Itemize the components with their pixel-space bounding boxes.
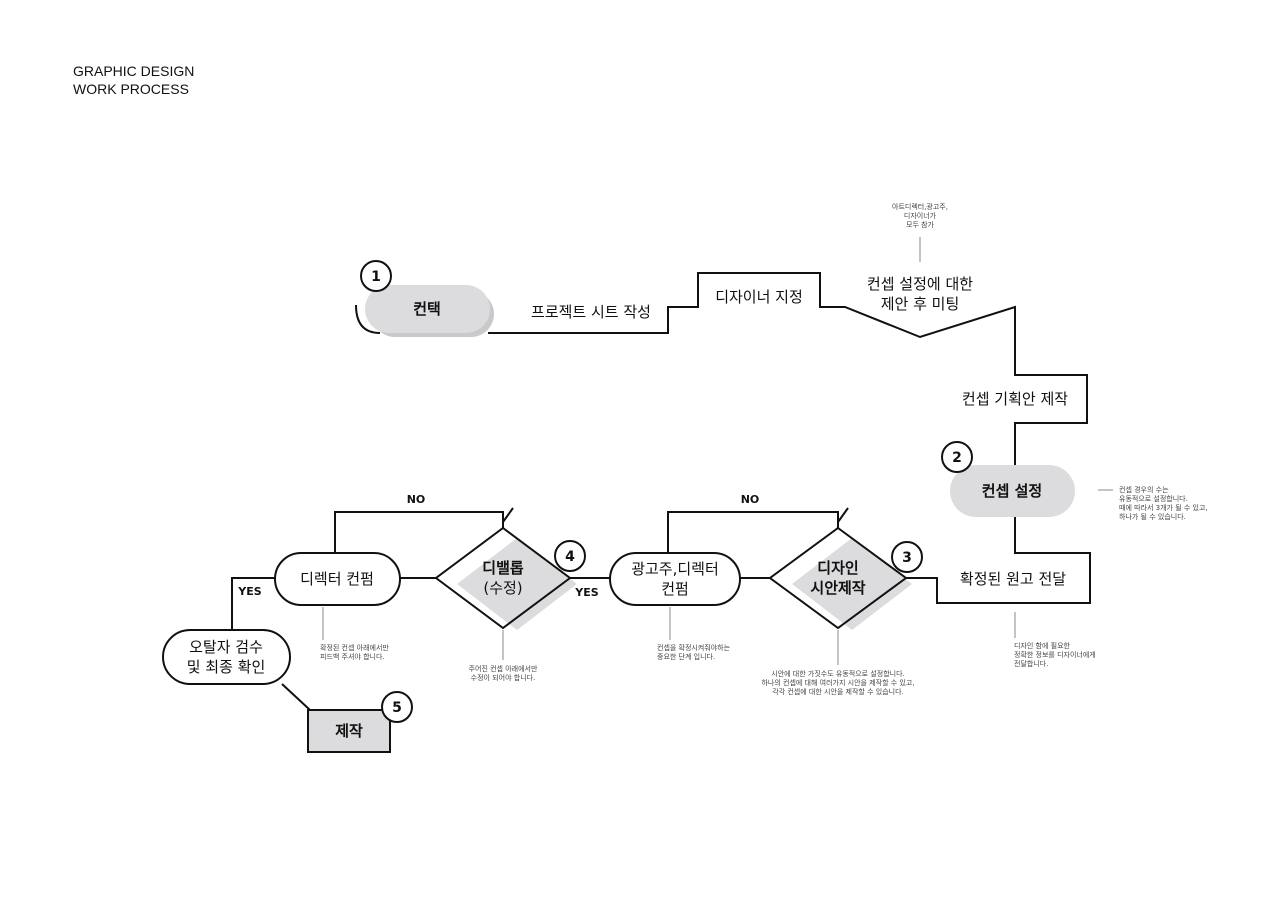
note-draft: 시안에 대한 가짓수도 유동적으로 설정합니다. <box>771 669 905 678</box>
step-3-label: 디자인 <box>817 559 858 577</box>
note-director: 피드백 주셔야 합니다. <box>320 652 385 661</box>
label-concept-meeting-1: 컨셉 설정에 대한 <box>867 275 973 293</box>
no-loop-3 <box>667 507 849 553</box>
note-draft: 하나의 컨셉에 대해 여러가지 시안을 제작할 수 있고, <box>761 678 914 687</box>
step-5-production: 제작 5 <box>307 691 413 753</box>
start-arc <box>355 304 381 334</box>
note-meeting: 모두 참가 <box>906 220 935 229</box>
step-4-label: (수정) <box>483 579 522 597</box>
note-draft: 각각 컨셉에 대한 시안을 제작할 수 있습니다. <box>772 687 904 696</box>
client-confirm-node <box>609 552 741 606</box>
label-no-4: NO <box>407 493 426 506</box>
step-5-badge <box>381 691 413 723</box>
director-confirm-node <box>274 552 401 606</box>
note-meeting: 디자이너가 <box>904 211 937 220</box>
label-proofread: 오탈자 검수 <box>189 638 263 656</box>
title-line-1: GRAPHIC DESIGN <box>73 63 194 79</box>
step-4-number: 4 <box>565 549 575 565</box>
flow-line-right <box>906 517 1091 604</box>
note-deliver: 디자인 함에 필요한 <box>1014 641 1071 650</box>
flow-line-top <box>488 272 1088 470</box>
label-proofread: 및 최종 확인 <box>187 658 266 676</box>
label-concept-plan: 컨셉 기획안 제작 <box>962 390 1068 408</box>
label-client-confirm: 컨펌 <box>661 580 689 598</box>
step-3-badge <box>891 541 923 573</box>
note-develop: 수정이 되어야 합니다. <box>471 673 536 682</box>
step-2-number: 2 <box>952 450 962 466</box>
step-1-number: 1 <box>371 269 381 285</box>
note-concept: 때에 따라서 3개가 될 수 있고, <box>1119 503 1208 512</box>
note-director: 확정된 컨셉 아래에서만 <box>320 643 389 652</box>
step-3-label: 시안제작 <box>810 579 865 597</box>
no-loop-4 <box>334 507 514 553</box>
step-5-label: 제작 <box>335 722 363 740</box>
step-2-concept: 컨셉 설정 2 <box>941 441 1075 517</box>
label-yes-4: YES <box>574 586 598 599</box>
note-concept: 컨셉 경우의 수는 <box>1119 485 1169 494</box>
note-deliver: 전달합니다. <box>1014 659 1048 668</box>
step-3-design-draft: 디자인 시안제작 3 <box>768 526 923 630</box>
step-4-label: 디밸롭 <box>482 559 524 577</box>
step-1-contact: 컨택 1 <box>360 260 494 337</box>
step-4-develop: 디밸롭 (수정) 4 <box>434 526 586 630</box>
step-4-badge <box>554 540 586 572</box>
note-deliver: 정확한 정보를 디자이너에게 <box>1014 650 1096 659</box>
step-1-label: 컨택 <box>413 300 441 318</box>
step-1-badge <box>360 260 392 292</box>
note-client: 컨셉을 확정시켜줘야하는 <box>657 643 731 652</box>
step-3-number: 3 <box>902 550 912 566</box>
note-concept: 유동적으로 설정합니다. <box>1119 494 1188 503</box>
label-concept-meeting-2: 제안 후 미팅 <box>881 295 960 313</box>
step-5-number: 5 <box>392 700 402 716</box>
label-designer-assign: 디자이너 지정 <box>715 288 803 306</box>
label-deliver: 확정된 원고 전달 <box>960 570 1066 588</box>
step-2-label: 컨셉 설정 <box>982 482 1042 500</box>
note-develop: 주어진 컨셉 아래에서만 <box>469 664 538 673</box>
label-director-confirm: 디렉터 컨펌 <box>300 570 374 588</box>
proofread-node <box>162 629 291 685</box>
note-concept: 하나가 될 수 있습니다. <box>1119 512 1186 521</box>
title-line-2: WORK PROCESS <box>73 81 189 97</box>
label-no-3: NO <box>741 493 760 506</box>
label-yes-director: YES <box>237 585 261 598</box>
step-2-badge <box>941 441 973 473</box>
label-project-sheet: 프로젝트 시트 작성 <box>531 303 651 321</box>
label-client-confirm: 광고주,디렉터 <box>631 560 719 578</box>
note-client: 중요한 단계 입니다. <box>657 652 715 661</box>
note-meeting: 아트디렉터,광고주, <box>892 202 948 211</box>
flow-line-left <box>231 577 436 711</box>
